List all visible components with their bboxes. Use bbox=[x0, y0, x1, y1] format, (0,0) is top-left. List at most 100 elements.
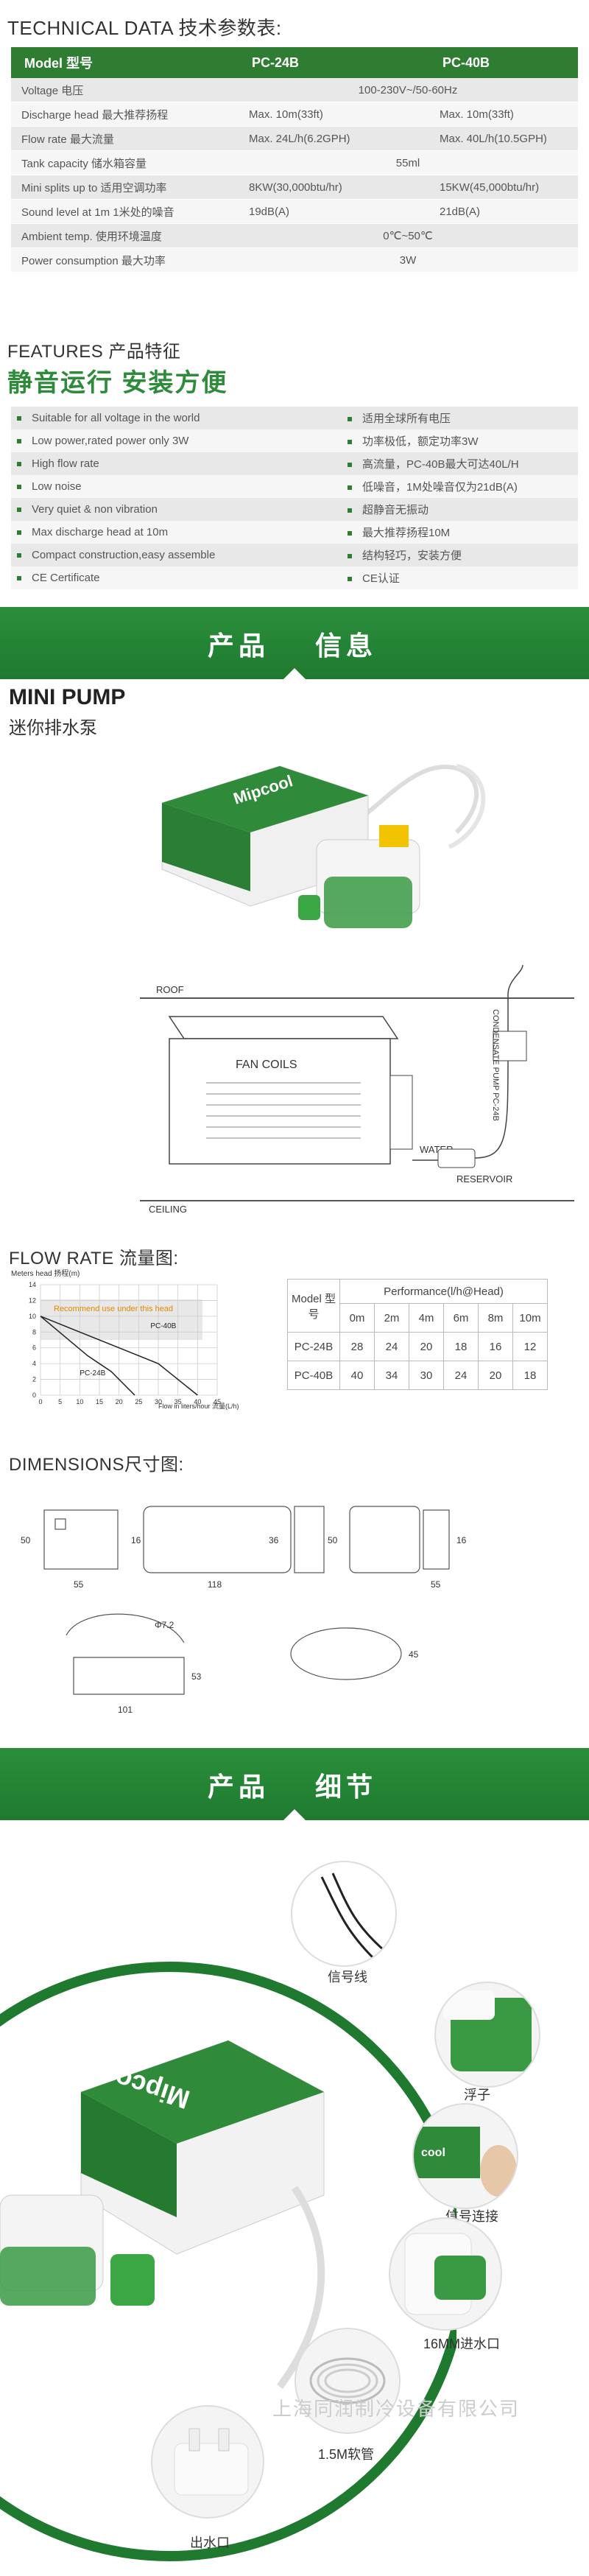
series-label: PC-24B bbox=[80, 1369, 105, 1378]
y-tick-label: 12 bbox=[29, 1296, 36, 1304]
feature-en: Low power,rated power only 3W bbox=[32, 435, 189, 447]
detail-hose-roll bbox=[294, 2328, 401, 2434]
perf-table: Model 型号 Performance(l/h@Head) 0m 2m 4m … bbox=[287, 1279, 548, 1390]
banner-right-text: 信息 bbox=[315, 631, 378, 661]
tech-row-label: Power consumption 最大功率 bbox=[11, 248, 239, 273]
feature-cn: 结构轻巧，安装方便 bbox=[362, 550, 462, 562]
feature-cn: 最大推荐扬程10M bbox=[362, 527, 451, 539]
dim-value: 101 bbox=[118, 1705, 133, 1715]
perf-cell: 18 bbox=[512, 1361, 548, 1390]
y-tick-label: 0 bbox=[32, 1391, 36, 1399]
detail-label: 浮子 bbox=[464, 2088, 490, 2102]
tech-row-label: Flow rate 最大流量 bbox=[11, 126, 239, 151]
perf-head-col: 4m bbox=[409, 1303, 444, 1333]
tech-header-24b: PC-24B bbox=[239, 47, 429, 78]
discharge-tube bbox=[474, 965, 523, 1159]
x-tick-label: 35 bbox=[174, 1398, 182, 1405]
dim-value: 55 bbox=[74, 1579, 84, 1590]
tech-row-value: Max. 10m(33ft) bbox=[239, 102, 429, 127]
ceiling-label: CEILING bbox=[149, 1204, 187, 1215]
perf-cell: 30 bbox=[409, 1361, 444, 1390]
feature-en: Low noise bbox=[32, 480, 82, 493]
dim-value: 50 bbox=[21, 1535, 31, 1545]
y-tick-label: 10 bbox=[29, 1313, 36, 1320]
perf-cell: 18 bbox=[443, 1332, 479, 1361]
flow-xlabel: Flow in liters/hour 流量(L/h) bbox=[158, 1402, 239, 1410]
x-tick-label: 20 bbox=[116, 1398, 123, 1405]
banner-notch bbox=[283, 668, 306, 680]
perf-head-col: 8m bbox=[478, 1303, 513, 1333]
detail-hose bbox=[276, 2186, 325, 2389]
dim-value: 45 bbox=[409, 1649, 419, 1660]
connector-brand: cool bbox=[421, 2147, 445, 2159]
series-line-pc-24b bbox=[40, 1316, 135, 1396]
dimension-drawings: 50 55 16 118 36 50 16 55 Φ7.2 53 101 45 bbox=[21, 1506, 467, 1715]
side-view-c bbox=[423, 1509, 450, 1570]
perf-head-col: 10m bbox=[512, 1303, 548, 1333]
bullet-icon bbox=[17, 439, 21, 444]
flow-title: FLOW RATE 流量图: bbox=[9, 1249, 179, 1268]
inlet-icon bbox=[404, 2233, 486, 2315]
perf-model: PC-40B bbox=[287, 1361, 340, 1390]
perf-head-col: 6m bbox=[443, 1303, 479, 1333]
feature-cn: 适用全球所有电压 bbox=[362, 413, 451, 425]
banner-left-text: 产品 bbox=[208, 631, 270, 661]
detail-hero: Mipcool bbox=[0, 1962, 456, 2561]
recommended-zone bbox=[40, 1299, 202, 1340]
tech-row-label: Tank capacity 储水箱容量 bbox=[11, 150, 239, 175]
bullet-icon bbox=[348, 577, 352, 582]
side-view-a bbox=[294, 1506, 325, 1573]
pump-lid bbox=[162, 766, 368, 832]
x-tick-label: 25 bbox=[135, 1398, 142, 1405]
perf-cell: 28 bbox=[339, 1332, 375, 1361]
perf-cell: 12 bbox=[512, 1332, 548, 1361]
coil-fins bbox=[206, 1082, 361, 1139]
bullet-icon bbox=[348, 463, 352, 468]
bullet-icon bbox=[17, 508, 21, 513]
detail-float bbox=[434, 1982, 540, 2088]
feature-cn: 超静音无振动 bbox=[362, 504, 429, 516]
detail-inlet bbox=[110, 2254, 155, 2306]
perf-model: PC-24B bbox=[287, 1332, 340, 1361]
detail-signal-wire bbox=[291, 1861, 397, 1967]
hose-icon bbox=[309, 2357, 386, 2404]
perf-model-header: Model 型号 bbox=[287, 1279, 340, 1333]
hose bbox=[448, 764, 486, 849]
detail-ring bbox=[0, 1962, 456, 2561]
feature-en: CE Certificate bbox=[32, 572, 100, 584]
y-tick-label: 8 bbox=[32, 1328, 36, 1336]
tech-row-label: Ambient temp. 使用环境温度 bbox=[11, 223, 239, 248]
dim-value: 16 bbox=[456, 1535, 467, 1545]
tech-row-value: Max. 24L/h(6.2GPH) bbox=[239, 126, 429, 151]
flow-grid bbox=[40, 1284, 218, 1396]
pump-unit bbox=[493, 1031, 527, 1061]
dim-value: 16 bbox=[131, 1535, 141, 1545]
fan-coils-label: FAN COILS bbox=[236, 1059, 297, 1071]
y-tick-label: 6 bbox=[32, 1344, 36, 1352]
flow-ylabel: Meters head 扬程(m) bbox=[11, 1268, 80, 1278]
bullet-icon bbox=[348, 531, 352, 536]
side-view-b bbox=[349, 1506, 420, 1573]
tech-row-value: 19dB(A) bbox=[239, 199, 429, 224]
banner-notch bbox=[283, 1809, 306, 1821]
detail-label: 信号线 bbox=[328, 1970, 367, 1984]
dim-value: 118 bbox=[208, 1579, 222, 1590]
feature-cn: CE认证 bbox=[362, 572, 400, 585]
tech-row-value: 15KW(45,000btu/hr) bbox=[429, 175, 578, 200]
feature-cn: 功率极低，额定功率3W bbox=[362, 435, 479, 448]
feature-en: Compact construction,easy assemble bbox=[32, 549, 216, 561]
tech-row-label: Discharge head 最大推荐扬程 bbox=[11, 102, 239, 127]
x-tick-label: 15 bbox=[96, 1398, 103, 1405]
detail-inlet-port bbox=[389, 2217, 502, 2331]
detail-pump-side bbox=[81, 2092, 177, 2217]
x-tick-label: 40 bbox=[194, 1398, 201, 1405]
feature-cn: 低噪音，1M处噪音仅为21dB(A) bbox=[362, 481, 518, 494]
reservoir-tank bbox=[324, 877, 412, 928]
pump-label: CONDENSATE PUMP PC-24B bbox=[491, 1009, 500, 1121]
outlet-icon bbox=[174, 2428, 249, 2496]
detail-signal-connect: cool bbox=[412, 2103, 518, 2209]
tech-row-label: Sound level at 1m 1米处的噪音 bbox=[11, 199, 239, 224]
